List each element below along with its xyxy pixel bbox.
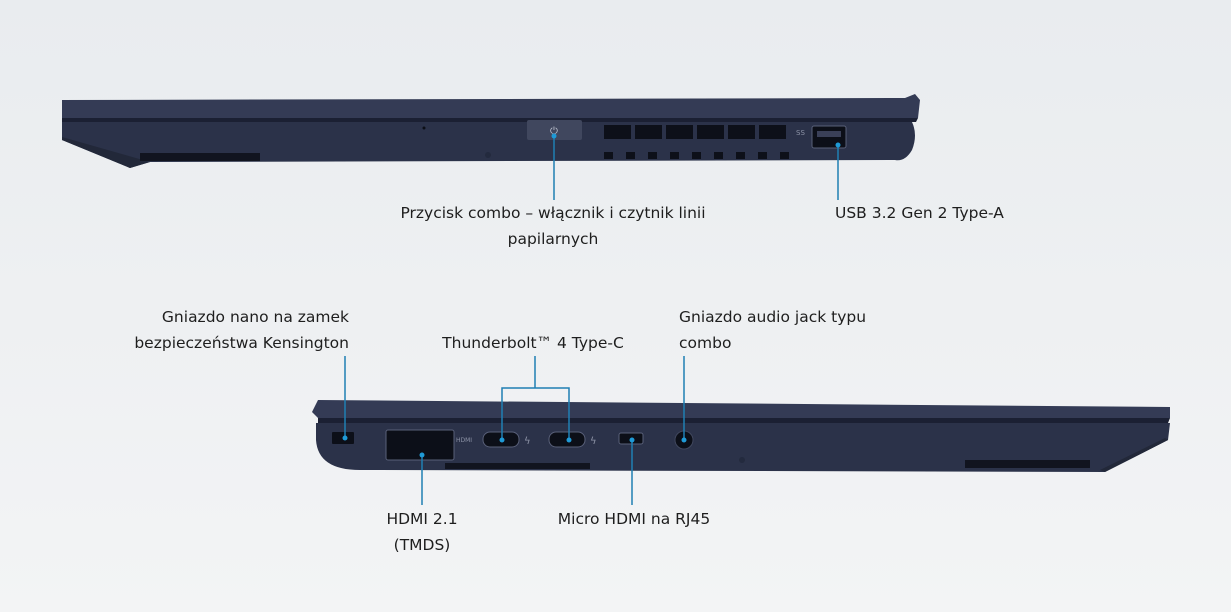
hdmi-port [385, 429, 455, 461]
speaker-grille-right [965, 460, 1090, 468]
leader-dots [342, 435, 687, 458]
label-line: bezpieczeństwa Kensington [134, 334, 349, 352]
leader-dot [551, 133, 557, 139]
label-line: Przycisk combo – włącznik i czytnik lini… [400, 204, 706, 222]
power-button [527, 120, 582, 140]
power-icon: ⏻ [550, 126, 558, 137]
label-line: Gniazdo nano na zamek [161, 308, 349, 326]
laptop-right-side: ⏻ SS [62, 94, 920, 168]
label-line: (TMDS) [393, 536, 451, 554]
label-micro-hdmi: Micro HDMI na RJ45 [557, 510, 711, 528]
mic-hole [422, 126, 426, 130]
leader-lines-top [553, 136, 839, 200]
label-audio-jack: Gniazdo audio jack typu combo [679, 304, 866, 356]
label-line: combo [679, 334, 732, 352]
vent [604, 125, 789, 159]
leader-lines-bottom [344, 356, 685, 505]
label-thunderbolt: Thunderbolt™ 4 Type-C [442, 334, 624, 352]
usb-a-port-tongue [817, 131, 841, 137]
thunderbolt-icon: ϟ [590, 436, 597, 447]
hdmi-text: HDMI [456, 437, 472, 444]
label-usb-a: USB 3.2 Gen 2 Type-A [835, 204, 1004, 222]
screw [485, 152, 491, 158]
label-kensington: Gniazdo nano na zamek bezpieczeństwa Ken… [134, 304, 349, 356]
leader-dot [835, 142, 841, 148]
label-line: Gniazdo audio jack typu [679, 308, 867, 326]
thunderbolt-icon: ϟ [524, 436, 531, 447]
label-line: papilarnych [507, 230, 599, 248]
label-hdmi: HDMI 2.1 (TMDS) [386, 506, 457, 558]
label-power-button: Przycisk combo – włącznik i czytnik lini… [400, 200, 705, 252]
speaker-grille [140, 153, 260, 161]
label-line: HDMI 2.1 [386, 510, 458, 528]
usb-ss-logo: SS [796, 129, 805, 137]
screw [739, 457, 745, 463]
laptop-left-side: HDMI ϟ ϟ [312, 400, 1170, 472]
speaker-grille-left [445, 463, 590, 469]
